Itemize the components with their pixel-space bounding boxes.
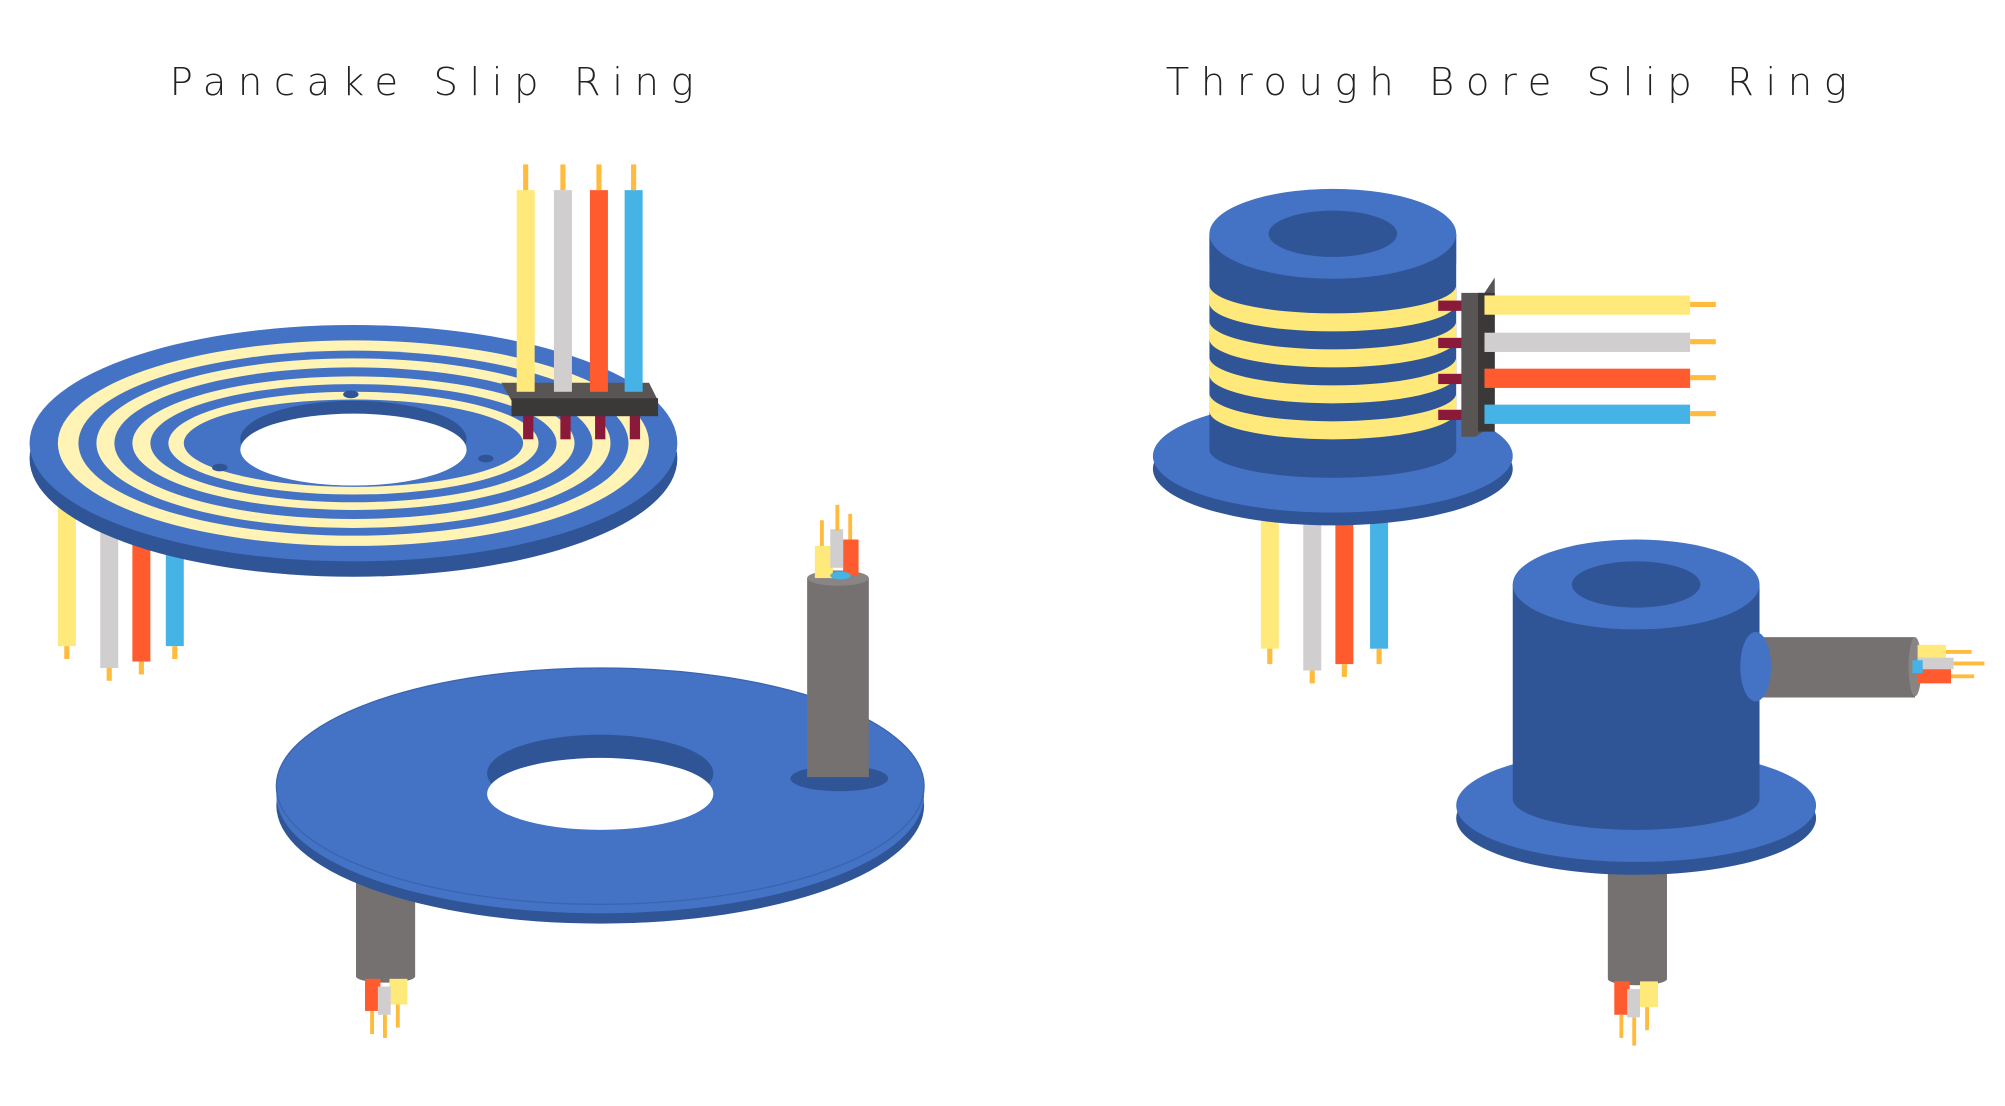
through-bore-slip-ring-with-cable <box>1456 539 1985 1046</box>
contact-rings <box>1209 285 1457 440</box>
through-bore-slip-ring-with-wires <box>1152 188 1716 684</box>
through-bore-title: Through Bore Slip Ring <box>1166 60 1859 105</box>
top-connector <box>501 164 659 440</box>
pancake-title: Pancake Slip Ring <box>170 60 706 105</box>
pancake-slip-ring-with-wires <box>29 164 678 681</box>
pancake-slip-ring-with-cable <box>275 504 925 1038</box>
cable-post <box>807 578 869 778</box>
side-cable <box>1754 637 1916 698</box>
center-bore <box>487 757 714 830</box>
center-bore <box>240 413 467 486</box>
